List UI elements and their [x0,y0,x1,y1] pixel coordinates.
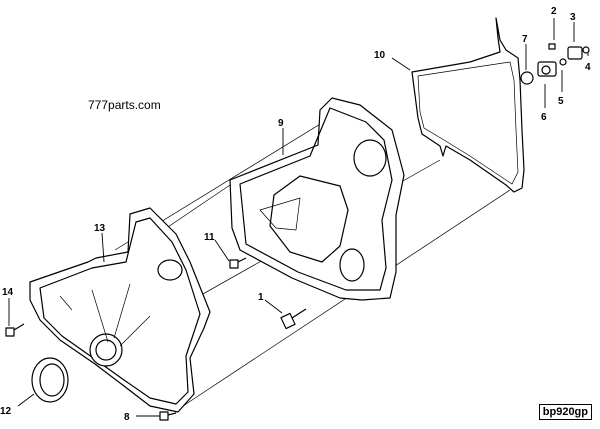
leader-lines [8,18,589,417]
callout-3: 3 [570,12,576,23]
watermark-text: 777parts.com [88,98,161,112]
callout-labels: 1 2 3 4 5 6 7 8 9 10 11 12 13 14 [0,6,591,423]
seal [31,357,69,403]
bolts [5,257,307,421]
callout-5: 5 [558,96,564,107]
callout-13: 13 [94,223,106,234]
callout-9: 9 [278,118,284,129]
callout-14: 14 [2,287,14,298]
callout-6: 6 [541,112,547,123]
callout-7: 7 [522,34,528,45]
bolt-1 [280,308,307,330]
bolt-14 [5,323,25,337]
bolt-11 [229,257,247,269]
gear-housing [229,97,405,301]
callout-10: 10 [374,50,386,61]
callout-12: 12 [0,406,12,417]
callout-11: 11 [204,232,215,243]
callout-2: 2 [551,6,557,17]
drawing-code-label: bp920gp [538,404,592,420]
callout-4: 4 [585,62,591,73]
callout-8: 8 [124,412,130,423]
callout-1: 1 [258,292,264,303]
rear-gasket [411,17,525,193]
front-cover [29,207,211,413]
fitting-assembly [520,43,590,85]
bolt-8 [159,411,177,421]
